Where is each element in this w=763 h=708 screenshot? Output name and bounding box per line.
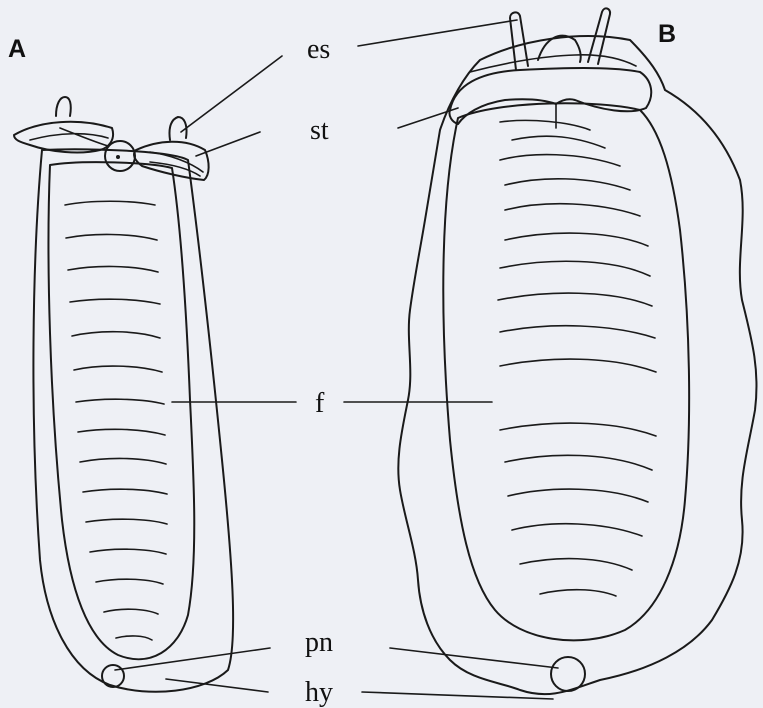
- leader-es-b: [358, 20, 517, 46]
- hypostome-outline-a: [33, 149, 233, 691]
- label-st: st: [310, 115, 329, 146]
- pneumostome-a: [102, 665, 124, 687]
- specimen-b: [398, 8, 756, 694]
- leader-hy-b: [362, 692, 553, 699]
- stomatal-lobe-left-a: [14, 122, 113, 153]
- stomatal-cap-b: [449, 68, 651, 124]
- leader-st-b: [398, 108, 458, 128]
- leader-st-a: [196, 132, 260, 156]
- mouth-a: [105, 141, 135, 171]
- mouth-dot-a: [116, 155, 120, 159]
- label-hy: hy: [305, 677, 333, 708]
- foot-outline-b: [443, 103, 689, 640]
- eyestalk-right-a: [169, 117, 186, 140]
- hypostome-outline-b: [398, 36, 756, 694]
- eyestalk-left-a: [56, 97, 71, 116]
- foot-rings-b: [498, 120, 656, 596]
- label-pn: pn: [305, 627, 333, 658]
- label-es: es: [307, 34, 330, 65]
- specimen-a: [14, 97, 233, 692]
- pneumostome-b: [551, 657, 585, 691]
- leader-pn-b: [390, 648, 558, 668]
- panel-letter-b: B: [658, 20, 676, 48]
- label-f: f: [315, 388, 325, 419]
- panel-letter-a: A: [8, 35, 26, 63]
- leader-es-a: [181, 56, 282, 132]
- foot-rings-a: [65, 201, 167, 640]
